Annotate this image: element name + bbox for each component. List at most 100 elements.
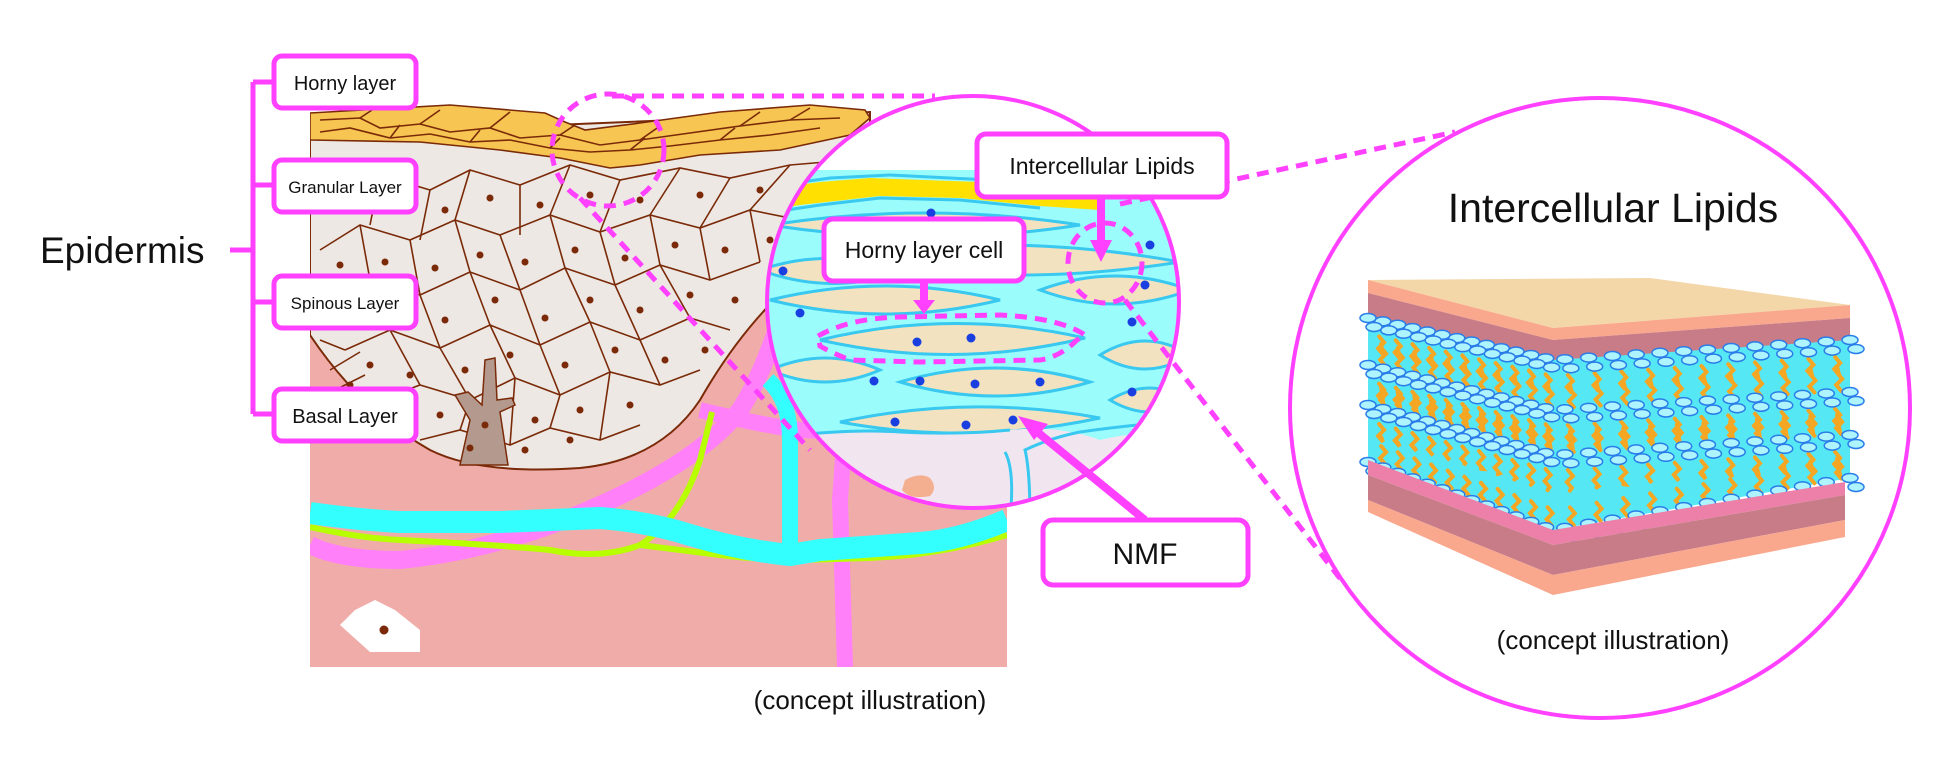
lipid-chain <box>1475 406 1489 435</box>
lipid-chain <box>1425 345 1439 380</box>
lipid-head <box>1651 398 1669 409</box>
lipid-head <box>1627 444 1645 455</box>
lipid-head <box>1513 448 1531 460</box>
lipid-head <box>1454 341 1472 353</box>
lipid-chain <box>1525 418 1539 449</box>
zoom-connector-bottom <box>578 196 812 452</box>
lipid-head <box>1698 395 1717 406</box>
lipid-head <box>1627 349 1645 360</box>
epidermis-bracket <box>230 79 274 417</box>
lipid-head <box>1752 445 1770 456</box>
lipid-chain <box>1564 423 1578 454</box>
cell-nucleus <box>541 314 549 322</box>
fibroblast-nucleus <box>379 625 389 635</box>
lipid-chain <box>1777 410 1792 440</box>
lipid-head <box>1728 402 1746 414</box>
lipid-chain <box>1408 431 1423 479</box>
nmf-dot <box>970 379 980 389</box>
lipid-head <box>1817 388 1835 399</box>
lipid-head <box>1847 438 1865 450</box>
lipid-chain <box>1491 453 1506 509</box>
lipid-head <box>1579 402 1598 414</box>
lipid-head <box>1752 350 1770 361</box>
horny-layer-cell-highlight <box>815 312 1090 365</box>
cell-nucleus <box>486 194 494 202</box>
nmf-dot <box>912 337 922 347</box>
lipid-head <box>1728 446 1746 458</box>
cell-nucleus <box>506 351 514 359</box>
lipid-head <box>1657 451 1675 463</box>
block-bottom-edge <box>1368 500 1845 595</box>
lipid-head <box>1793 432 1812 444</box>
lipid-head <box>1793 337 1812 349</box>
lipid-chain <box>1671 365 1685 403</box>
intercellular-lipids-detail <box>1288 96 1912 720</box>
svg-text:Spinous Layer: Spinous Layer <box>291 294 400 313</box>
lipid-head <box>1775 400 1794 411</box>
arrow-horny-cell <box>913 282 935 314</box>
cell-nucleus <box>441 316 449 324</box>
lipid-chain <box>1541 422 1556 453</box>
detail-caption: (concept illustration) <box>1497 625 1730 655</box>
lipid-chain <box>1751 455 1765 495</box>
lipid-head <box>1424 424 1442 436</box>
lipid-chain <box>1751 411 1765 442</box>
cell-nucleus <box>626 401 634 409</box>
lipid-head <box>1454 432 1472 444</box>
lipid-head <box>1841 429 1859 441</box>
cell-nucleus <box>766 236 774 244</box>
block-top-edge <box>1368 280 1850 340</box>
block-bottom-skin <box>1368 475 1845 575</box>
lipid-chain <box>1392 385 1406 413</box>
lipid-head <box>1468 393 1487 405</box>
cell-nucleus <box>611 346 619 354</box>
lipid-head <box>1841 472 1859 484</box>
melanocyte <box>453 357 516 466</box>
corneocyte <box>767 356 884 384</box>
lipid-head <box>1424 335 1442 346</box>
lipid-head <box>1380 372 1398 383</box>
nmf-dot <box>890 417 900 427</box>
lipid-head <box>1528 452 1546 464</box>
lipid-chain <box>1804 451 1819 486</box>
nmf-dot <box>1145 240 1155 250</box>
lipid-head <box>1498 351 1516 363</box>
lipid-head <box>1722 393 1740 405</box>
layer-label-spinous: Spinous Layer <box>271 273 419 331</box>
lipid-head <box>1562 362 1580 374</box>
nmf-dot <box>1008 415 1018 425</box>
lipid-chain <box>1525 462 1539 522</box>
lipid-head <box>1746 436 1764 447</box>
svg-text:Horny layer: Horny layer <box>294 73 397 95</box>
nmf-dot <box>778 266 788 276</box>
callout-horny-layer-cell: Horny layer cell <box>821 216 1027 284</box>
cell-nucleus <box>661 356 669 364</box>
cell-nucleus <box>366 361 374 369</box>
lipid-head <box>1817 336 1835 347</box>
lipid-head <box>1439 386 1457 398</box>
cell-nucleus <box>466 444 474 452</box>
nmf-dots <box>778 208 1155 430</box>
detail-connector-top <box>1119 129 1456 207</box>
lipid-chain <box>1408 389 1423 417</box>
lipid-head <box>1468 436 1487 448</box>
lipid-head <box>1728 351 1746 363</box>
cell-nucleus <box>531 416 539 424</box>
lipid-head <box>1609 359 1628 371</box>
cell-nucleus <box>536 201 544 209</box>
detail-connector-bottom <box>1123 298 1347 587</box>
svg-text:Horny layer cell: Horny layer cell <box>845 237 1004 263</box>
lipid-head <box>1674 345 1693 357</box>
cell-nucleus <box>461 366 469 374</box>
lipid-chain <box>1777 453 1792 490</box>
lipid-chain <box>1590 421 1605 453</box>
lipid-head <box>1704 448 1723 459</box>
lipid-chain <box>1441 440 1456 491</box>
cell-nucleus <box>561 361 569 369</box>
lipid-chain <box>1441 397 1456 426</box>
lipid-head <box>1609 410 1628 421</box>
layer-label-granular: Granular Layer <box>271 157 419 215</box>
nmf-dot <box>915 376 925 386</box>
lipid-head <box>1528 408 1546 419</box>
